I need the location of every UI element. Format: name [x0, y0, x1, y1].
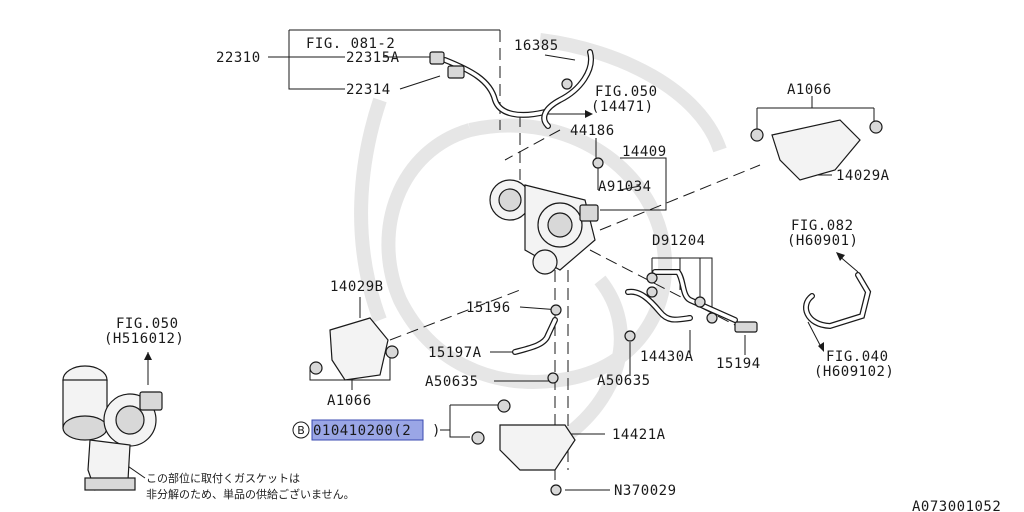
turbocharger [489, 157, 604, 275]
inlet-hose-right [803, 272, 872, 330]
oil-pipe-right [624, 269, 758, 342]
label-a1066-top: A1066 [787, 82, 832, 98]
note-line-1: この部位に取付くガスケットは [146, 471, 300, 485]
label-fig-050-top-sub: (14471) [591, 99, 654, 115]
note-line-2: 非分解のため、単品の供給ございません。 [146, 487, 355, 501]
label-22315a: 22315A [346, 50, 400, 66]
sensor-hose-assembly [429, 49, 594, 129]
label-bolt-bracket: ) [432, 423, 441, 439]
label-22314: 22314 [346, 82, 391, 98]
label-15197a: 15197A [428, 345, 482, 361]
oil-pipe-left [512, 304, 562, 384]
label-bolt-part-number[interactable]: 010410200(2 [313, 423, 411, 439]
label-fig-050-top: FIG.050 [595, 84, 658, 100]
label-a50635-left: A50635 [425, 374, 479, 390]
label-fig-050-left-sub: (H516012) [104, 331, 184, 347]
label-fig-082-sub: (H60901) [787, 233, 858, 249]
gasket-note: この部位に取付くガスケットは 非分解のため、単品の供給ございません。 [146, 471, 355, 501]
part-labels: 22310 FIG. 081-2 22315A 22314 16385 FIG.… [104, 36, 894, 499]
label-14421a: 14421A [612, 427, 666, 443]
label-15196: 15196 [466, 300, 511, 316]
label-14430a: 14430A [640, 349, 694, 365]
oil-return-bracket [471, 399, 576, 496]
label-15194: 15194 [716, 356, 761, 372]
label-14029b: 14029B [330, 279, 384, 295]
bolt-marker-b: B [297, 424, 305, 437]
label-a50635-right: A50635 [597, 373, 651, 389]
heat-shield-lower [309, 317, 399, 381]
turbo-detail-inset [62, 365, 163, 491]
label-14029a: 14029A [836, 168, 890, 184]
diagram-id: A073001052 [912, 499, 1001, 512]
label-44186: 44186 [570, 123, 615, 139]
label-fig-040-sub: (H609102) [814, 364, 894, 380]
label-fig-082: FIG.082 [791, 218, 854, 234]
label-n370029: N370029 [614, 483, 677, 499]
label-22310: 22310 [216, 50, 261, 66]
selected-part-highlight [311, 419, 424, 441]
label-fig-081-2: FIG. 081-2 [306, 36, 395, 52]
label-fig-040: FIG.040 [826, 349, 889, 365]
watermark-emblem [354, 33, 727, 446]
label-16385: 16385 [514, 38, 559, 54]
label-a91034: A91034 [598, 179, 652, 195]
heat-shield-upper [750, 119, 883, 181]
label-d91204: D91204 [652, 233, 706, 249]
bolt-callout[interactable]: B 010410200(2 ) [292, 419, 441, 441]
label-fig-050-left: FIG.050 [116, 316, 179, 332]
label-14409: 14409 [622, 144, 667, 160]
label-a1066-bottom: A1066 [327, 393, 372, 409]
